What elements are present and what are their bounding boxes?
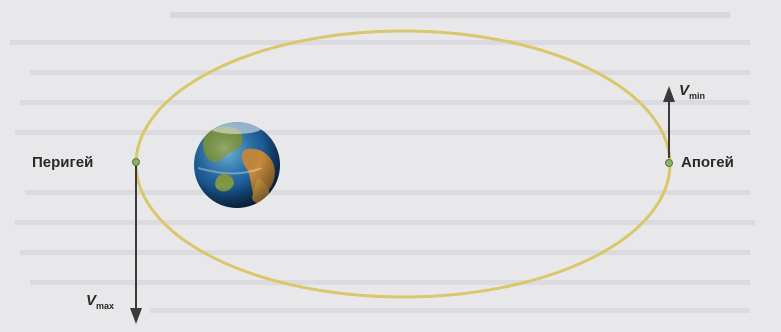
earth-icon: [194, 122, 280, 208]
apogee-label: Апогей: [681, 154, 734, 171]
v-max-subscript: max: [96, 301, 114, 311]
perigee-point: [133, 159, 140, 166]
apogee-point: [666, 160, 673, 167]
v-min-subscript: min: [689, 91, 705, 101]
perigee-label: Перигей: [32, 154, 93, 171]
